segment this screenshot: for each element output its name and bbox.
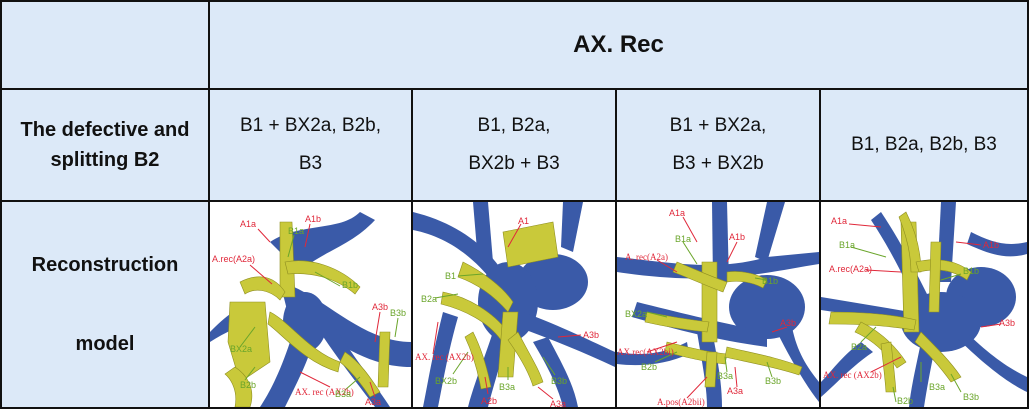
label-b1b: B1b: [963, 266, 979, 276]
reconstruction-model-1: A1a A1b A.rec(A2a) A3b A3a AX. rec (AX2b…: [208, 200, 413, 409]
label-b3a: B3a: [499, 382, 515, 392]
label-a2b: A2b: [481, 396, 497, 406]
label-a1b: A1b: [983, 240, 999, 250]
table-header-title: AX. Rec: [208, 0, 1029, 90]
label-b3a: B3a: [717, 371, 733, 381]
label-bx2a: BX2a: [230, 344, 252, 354]
label-b2b: B2b: [897, 396, 913, 406]
model-1-render: A1a A1b A.rec(A2a) A3b A3a AX. rec (AX2b…: [210, 202, 411, 407]
label-b1a: B1a: [288, 226, 304, 236]
label-b2b: B2b: [641, 362, 657, 372]
label-b3a: B3a: [929, 382, 945, 392]
label-b3a: B3a: [335, 389, 351, 399]
reconstruction-model-4: A1a A1b A.rec(A2a) A3b AX. rec (AX2b) B1…: [819, 200, 1029, 409]
column-header-2: B1, B2a, BX2b + B3: [411, 88, 617, 202]
column-header-3: B1 + BX2a, B3 + BX2b: [615, 88, 821, 202]
label-a3b: A3b: [372, 302, 388, 312]
column-header-1: B1 + BX2a, B2b, B3: [208, 88, 413, 202]
label-a1: A1: [518, 216, 529, 226]
label-a1b: A1b: [305, 214, 321, 224]
row-label-reconstruction: Reconstruction model: [0, 200, 210, 409]
label-b2a: B2a: [421, 294, 437, 304]
label-axrec-ax2bi: AX.rec(AX2bi): [617, 347, 674, 357]
label-bx2b: BX2b: [435, 376, 457, 386]
model-4-render: A1a A1b A.rec(A2a) A3b AX. rec (AX2b) B1…: [821, 202, 1027, 407]
label-b1b: B1b: [342, 280, 358, 290]
corner-cell: [0, 0, 210, 90]
label-apos-a2bii: A.pos(A2bii): [657, 397, 705, 407]
row-label-defective: The defective and splitting B2: [0, 88, 210, 202]
label-a3b: A3b: [999, 318, 1015, 328]
label-b3b: B3b: [551, 376, 567, 386]
reconstruction-model-3: A1a A1b A. rec(A2a) A3b AX.rec(AX2bi) A3…: [615, 200, 821, 409]
column-header-4: B1, B2a, B2b, B3: [819, 88, 1029, 202]
label-b3b: B3b: [765, 376, 781, 386]
label-b1a: B1a: [675, 234, 691, 244]
label-b1a: B1a: [839, 240, 855, 250]
reconstruction-model-2: A1 A3b A2b A3a AX. rec (AX2b) B1 B2a BX2…: [411, 200, 617, 409]
label-b1: B1: [445, 271, 456, 281]
label-b2b: B2b: [240, 380, 256, 390]
label-arec-a2a: A.rec(A2a): [212, 254, 255, 264]
label-a3a: A3a: [550, 399, 566, 407]
label-b2a: B2a: [851, 342, 867, 352]
label-a1a: A1a: [240, 219, 256, 229]
model-3-render: A1a A1b A. rec(A2a) A3b AX.rec(AX2bi) A3…: [617, 202, 819, 407]
label-axrec-ax2b: AX. rec (AX2b): [823, 370, 882, 380]
model-2-render: A1 A3b A2b A3a AX. rec (AX2b) B1 B2a BX2…: [413, 202, 615, 407]
label-b1b: B1b: [762, 276, 778, 286]
label-a3b: A3b: [583, 330, 599, 340]
label-a3a: A3a: [727, 386, 743, 396]
label-arec-a2a: A. rec(A2a): [625, 252, 668, 262]
label-axrec-ax2b: AX. rec (AX2b): [415, 352, 474, 362]
label-b3b: B3b: [963, 392, 979, 402]
label-axrec-ax2b: AX. rec (AX2b): [295, 387, 354, 397]
label-bx2a: BX2a: [625, 309, 647, 319]
label-a3b: A3b: [780, 318, 796, 328]
label-a1a: A1a: [831, 216, 847, 226]
label-b3b: B3b: [390, 308, 406, 318]
label-a1b: A1b: [729, 232, 745, 242]
label-arec-a2a: A.rec(A2a): [829, 264, 872, 274]
label-a3a: A3a: [365, 397, 381, 407]
label-a1a: A1a: [669, 208, 685, 218]
